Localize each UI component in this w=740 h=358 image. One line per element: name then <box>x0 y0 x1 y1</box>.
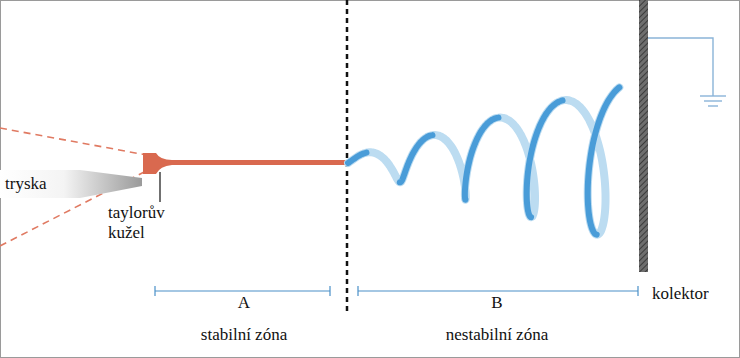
helix-front <box>465 118 499 200</box>
ground-wire <box>648 38 713 96</box>
collector-plate <box>639 0 648 272</box>
zone-letter: B <box>491 293 502 313</box>
helix-front <box>348 153 366 163</box>
part-label: taylorův kužel <box>108 203 186 242</box>
leader-line <box>159 172 160 202</box>
nozzle-label: tryska <box>5 174 47 194</box>
ground-symbol <box>704 100 722 101</box>
zone-divider <box>346 0 349 312</box>
zone-label: stabilní zóna <box>201 325 287 345</box>
ground-symbol <box>700 95 726 96</box>
helix-front <box>400 135 433 182</box>
taylor-cone <box>143 153 172 174</box>
helix-front <box>527 100 563 217</box>
unstable-jet-helix <box>348 87 619 234</box>
zone-letter: A <box>238 293 250 313</box>
zone-label: nestabilní zóna <box>446 325 548 345</box>
helix-back <box>348 87 619 234</box>
part-label: kolektor <box>652 284 709 304</box>
nozzle-field-line <box>0 128 152 156</box>
nozzle <box>0 170 142 198</box>
helix-front <box>588 87 620 234</box>
stable-jet <box>170 160 346 165</box>
ground-symbol <box>708 105 718 106</box>
